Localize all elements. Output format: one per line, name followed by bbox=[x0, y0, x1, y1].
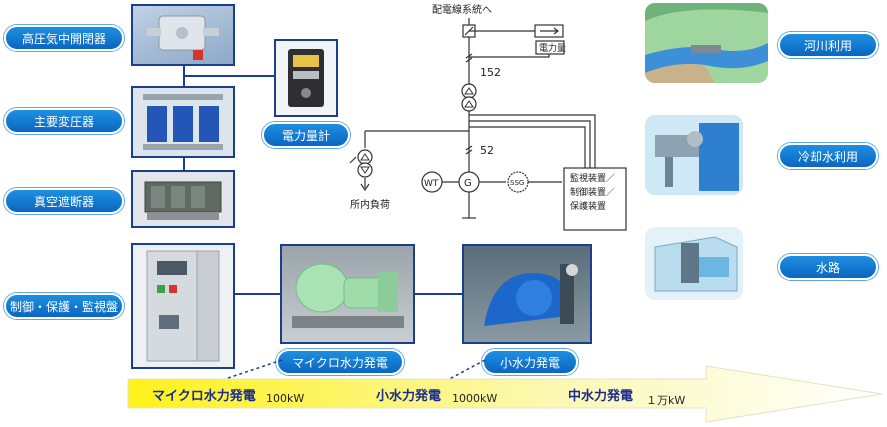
micro-hydro-photo bbox=[280, 244, 415, 344]
g-label: G bbox=[464, 178, 472, 189]
connector-column bbox=[183, 158, 185, 170]
label-channel: 水路 bbox=[778, 254, 878, 280]
label-micro: マイクロ水力発電 bbox=[276, 349, 404, 375]
transformer-photo bbox=[131, 86, 235, 158]
meter-photo bbox=[274, 39, 338, 117]
label-cooling: 冷却水利用 bbox=[778, 143, 878, 169]
relay-52-label: 52 bbox=[480, 144, 494, 157]
label-transformer: 主要変圧器 bbox=[4, 108, 124, 134]
scale-micro-value: 100kW bbox=[266, 392, 305, 405]
cooling-scene bbox=[645, 115, 743, 195]
connector-panel-micro bbox=[234, 293, 280, 295]
grid-label: 配電線系統へ bbox=[432, 3, 492, 16]
scale-small-value: 1000kW bbox=[452, 392, 498, 405]
single-line-diagram: 配電線系統へ 電力量 152 52 所内負荷 WT G SSG 監視装置／ 制御… bbox=[349, 3, 627, 231]
label-breaker: 真空遮断器 bbox=[4, 188, 124, 214]
label-river: 河川利用 bbox=[778, 32, 878, 58]
scale-small: 小水力発電 bbox=[376, 389, 442, 404]
breaker-photo bbox=[131, 170, 235, 228]
scale-medium: 中水力発電 bbox=[568, 389, 634, 404]
relay-152-label: 152 bbox=[480, 66, 501, 79]
label-meter: 電力量計 bbox=[262, 122, 350, 148]
small-hydro-photo bbox=[462, 244, 592, 344]
monitor-line-3: 保護装置 bbox=[570, 200, 606, 212]
label-small: 小水力発電 bbox=[482, 349, 578, 375]
scale-micro: マイクロ水力発電 bbox=[152, 389, 256, 404]
connector-switch-meter bbox=[183, 75, 283, 77]
energy-label: 電力量 bbox=[539, 42, 566, 54]
channel-scene bbox=[645, 227, 743, 300]
ssg-label: SSG bbox=[510, 179, 524, 187]
connector-micro-small bbox=[415, 293, 462, 295]
switch-photo bbox=[131, 4, 235, 66]
label-switch: 高圧気中開閉器 bbox=[4, 25, 124, 51]
monitor-line-1: 監視装置／ bbox=[570, 172, 615, 184]
aux-load-label: 所内負荷 bbox=[350, 198, 390, 211]
panel-photo bbox=[131, 243, 235, 369]
monitor-line-2: 制御装置／ bbox=[570, 186, 615, 198]
wt-label: WT bbox=[424, 179, 439, 189]
scale-medium-value: １万kW bbox=[646, 394, 686, 407]
river-scene bbox=[645, 3, 768, 83]
label-panel: 制御・保護・監視盤 bbox=[4, 293, 124, 319]
